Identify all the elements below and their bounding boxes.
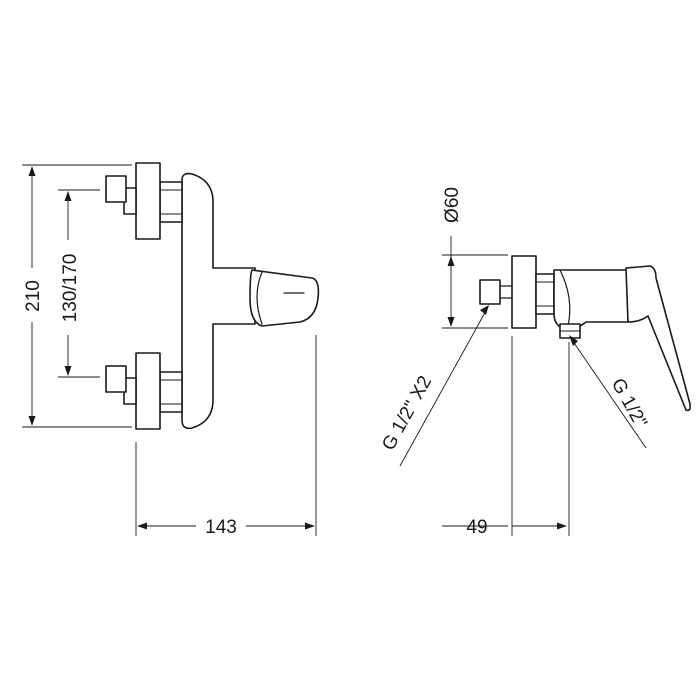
outlet-thread-label: G 1/2" xyxy=(607,375,651,432)
mixer-body xyxy=(181,172,256,430)
inlet-thread-label: G 1/2" X2 xyxy=(378,372,436,454)
union-nut xyxy=(535,273,555,315)
depth-dimension xyxy=(442,336,570,536)
depth-label: 49 xyxy=(466,517,487,538)
lower-connector xyxy=(105,352,183,430)
height-dimension xyxy=(22,164,132,428)
mixer-body-side xyxy=(553,269,629,331)
lever-handle xyxy=(625,265,691,412)
upper-connector xyxy=(105,162,183,240)
handle-lever xyxy=(249,269,320,327)
handle-detail xyxy=(256,271,263,325)
width-dimension xyxy=(135,335,317,536)
centers-label: 130/170 xyxy=(60,254,81,323)
diameter-dimension xyxy=(442,236,508,329)
inlet-leader xyxy=(399,305,489,467)
wall-flange xyxy=(511,255,537,329)
inlet-nipple xyxy=(479,279,501,305)
width-label: 143 xyxy=(205,517,237,538)
height-label: 210 xyxy=(23,280,44,312)
diameter-label: Ø60 xyxy=(442,187,463,223)
side-view: Ø60 49 G 1/2" X2 G 1/2" xyxy=(378,187,691,538)
front-view: 210 130/170 143 xyxy=(22,162,320,538)
centers-dimension xyxy=(58,189,100,378)
outlet-leader xyxy=(569,335,647,449)
